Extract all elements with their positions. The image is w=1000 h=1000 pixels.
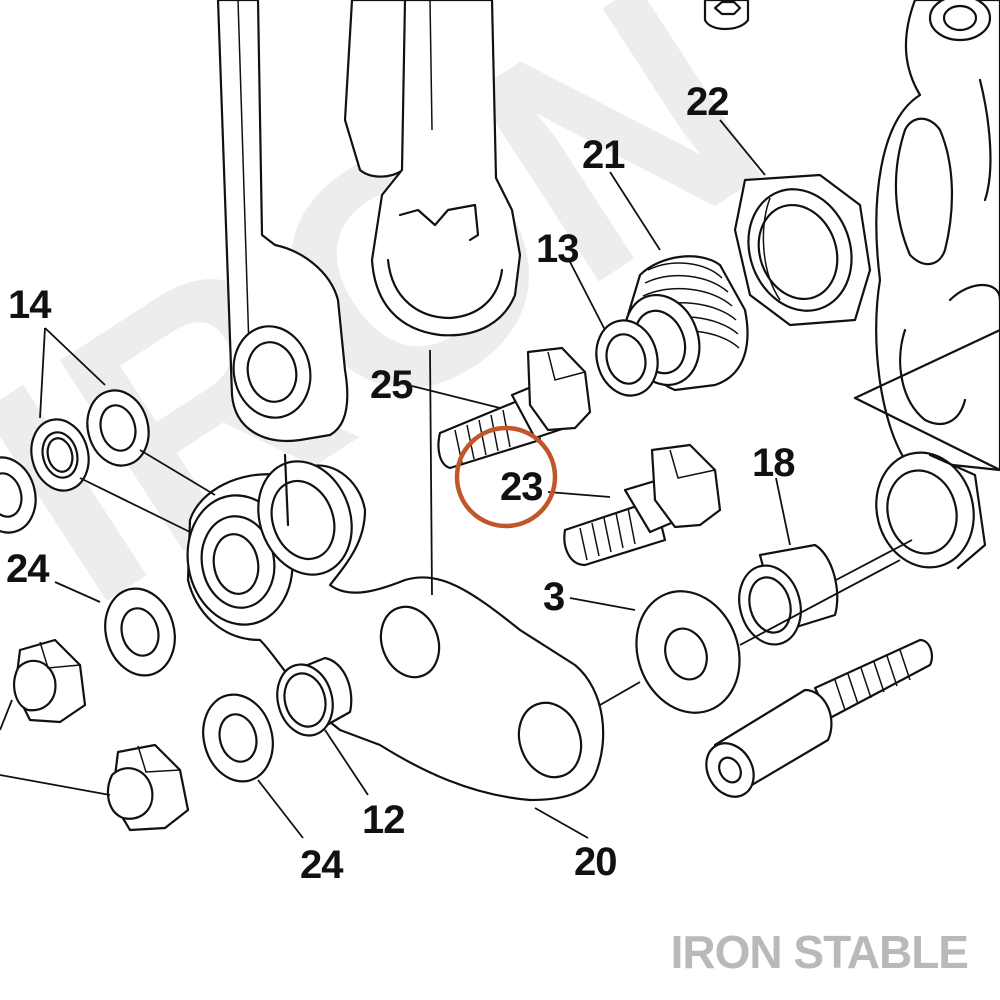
washer-part-24-upper (104, 587, 176, 677)
washer-part-3 (635, 590, 741, 714)
callout-21: 21 (582, 133, 625, 177)
link-bracket-part-20 (186, 453, 605, 802)
frame-casting-right (853, 0, 1000, 570)
washer-left-edge (0, 456, 37, 534)
washers-part-14 (30, 389, 150, 492)
brand-logo-text: IRON STABLE (671, 926, 968, 978)
frame-arm-center (343, 0, 522, 337)
highlight-circle (454, 425, 558, 529)
bushing-part-12 (276, 656, 353, 737)
threaded-pin (705, 638, 934, 798)
callout-23: 23 (500, 465, 543, 509)
callout-25: 25 (370, 363, 413, 407)
callout-22: 22 (686, 80, 729, 124)
callout-24-lower: 24 (300, 843, 344, 887)
socket-cap-screw-top (703, 0, 750, 31)
callout-13: 13 (536, 227, 579, 271)
bolt-part-23 (563, 443, 722, 567)
leader-lines (39, 119, 791, 839)
washer-part-13 (595, 319, 659, 397)
callout-20: 20 (574, 840, 617, 884)
washer-part-24-lower (202, 693, 274, 783)
callout-labels: 14 22 21 13 25 23 18 24 3 12 24 20 (6, 80, 796, 887)
acorn-nut-lower (106, 743, 190, 832)
callout-3: 3 (543, 575, 564, 619)
acorn-nut-upper (13, 638, 87, 724)
hex-nut-part-22 (733, 173, 872, 327)
callout-24-upper: 24 (6, 547, 50, 591)
spacer-part-18 (738, 543, 839, 646)
callout-18: 18 (752, 441, 795, 485)
callout-14: 14 (8, 283, 52, 327)
callout-12: 12 (362, 798, 405, 842)
frame-arm-left (216, 0, 349, 442)
